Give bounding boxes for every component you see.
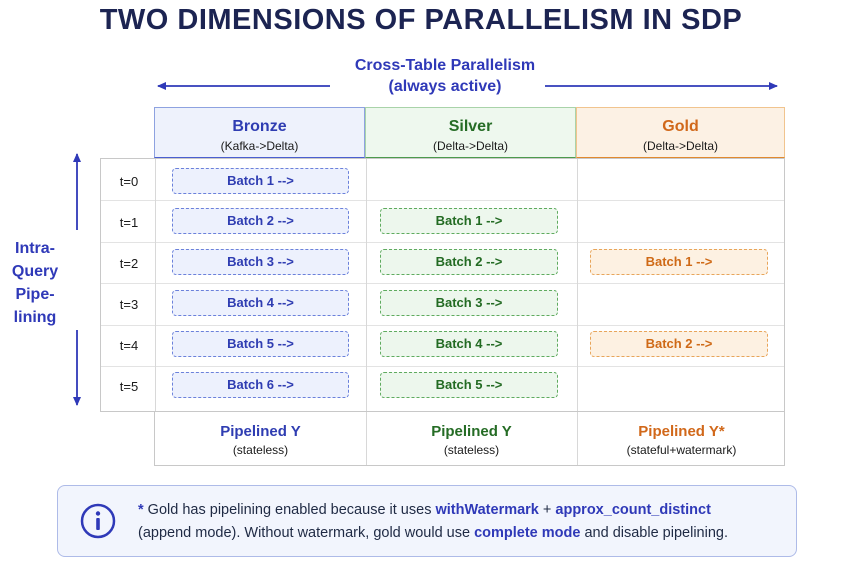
intra-query-line: Pipe- <box>15 286 55 303</box>
info-icon <box>80 503 116 539</box>
time-label: t=5 <box>119 379 139 394</box>
time-label: t=4 <box>119 338 139 353</box>
cross-table-label: Cross-Table Parallelism (always active) <box>300 55 590 97</box>
column-header-bronze: Bronze (Kafka->Delta) <box>154 107 365 158</box>
row-divider <box>101 242 784 243</box>
gold-batch: Batch 2 --> <box>590 331 768 357</box>
pipelined-status: Pipelined Y <box>220 423 301 440</box>
note-text-part: (append mode). Without watermark, gold w… <box>138 525 475 541</box>
intra-query-label: Intra- Query Pipe- lining <box>0 237 70 329</box>
time-label: t=1 <box>119 215 139 230</box>
column-name: Bronze <box>232 118 287 135</box>
bronze-batch: Batch 6 --> <box>172 372 349 398</box>
page-title: TWO DIMENSIONS OF PARALLELISM IN SDP <box>99 4 743 36</box>
row-divider <box>101 325 784 326</box>
row-divider <box>101 366 784 367</box>
pipelined-subtitle: (stateless) <box>232 443 289 457</box>
pipelined-subtitle: (stateless) <box>443 443 500 457</box>
pipelining-footer: Pipelined Y (stateless) Pipelined Y (sta… <box>154 412 785 466</box>
time-label: t=2 <box>119 256 139 271</box>
cross-table-subtitle: (always active) <box>388 78 502 95</box>
column-header-gold: Gold (Delta->Delta) <box>576 107 785 158</box>
footer-cell-gold: Pipelined Y* (stateful+watermark) <box>577 412 786 465</box>
column-subtitle: (Delta->Delta) <box>432 139 509 153</box>
intra-query-line: lining <box>13 309 57 326</box>
silver-batch: Batch 5 --> <box>380 372 558 398</box>
note-text-part: and disable pipelining. <box>580 525 728 541</box>
note-highlight: withWatermark <box>435 502 539 518</box>
column-subtitle: (Kafka->Delta) <box>220 139 299 153</box>
intra-query-line: Query <box>11 263 59 280</box>
pipelined-status: Pipelined Y* <box>638 423 725 440</box>
bronze-batch: Batch 3 --> <box>172 249 349 275</box>
column-divider <box>155 159 156 411</box>
column-name: Silver <box>448 118 493 135</box>
bronze-batch: Batch 1 --> <box>172 168 349 194</box>
row-divider <box>101 200 784 201</box>
gold-batch: Batch 1 --> <box>590 249 768 275</box>
note-text-part: + <box>538 502 556 518</box>
cross-table-title: Cross-Table Parallelism <box>354 57 536 74</box>
pipeline-grid: t=0 t=1 t=2 t=3 t=4 t=5 Batch 1 --> Batc… <box>100 158 785 412</box>
note-highlight: complete mode <box>474 525 581 541</box>
silver-batch: Batch 1 --> <box>380 208 558 234</box>
note-highlight: approx_count_distinct <box>555 502 711 518</box>
column-divider <box>366 412 367 465</box>
bronze-batch: Batch 2 --> <box>172 208 349 234</box>
row-divider <box>101 283 784 284</box>
silver-batch: Batch 3 --> <box>380 290 558 316</box>
silver-batch: Batch 2 --> <box>380 249 558 275</box>
time-label: t=3 <box>119 297 139 312</box>
time-label: t=0 <box>119 174 139 189</box>
column-name: Gold <box>662 118 699 135</box>
column-divider <box>577 412 578 465</box>
column-divider <box>366 159 367 411</box>
pipelined-status: Pipelined Y <box>431 423 512 440</box>
intra-query-line: Intra- <box>15 240 55 257</box>
column-divider <box>577 159 578 411</box>
footer-cell-bronze: Pipelined Y (stateless) <box>155 412 366 465</box>
note-text: * Gold has pipelining enabled because it… <box>138 499 788 545</box>
note-asterisk: * <box>138 502 144 518</box>
pipelined-subtitle: (stateful+watermark) <box>626 443 737 457</box>
bronze-batch: Batch 4 --> <box>172 290 349 316</box>
silver-batch: Batch 4 --> <box>380 331 558 357</box>
column-header-silver: Silver (Delta->Delta) <box>365 107 576 158</box>
info-note: * Gold has pipelining enabled because it… <box>57 485 797 557</box>
footer-cell-silver: Pipelined Y (stateless) <box>366 412 577 465</box>
bronze-batch: Batch 5 --> <box>172 331 349 357</box>
note-text-part: Gold has pipelining enabled because it u… <box>143 502 436 518</box>
column-subtitle: (Delta->Delta) <box>642 139 719 153</box>
